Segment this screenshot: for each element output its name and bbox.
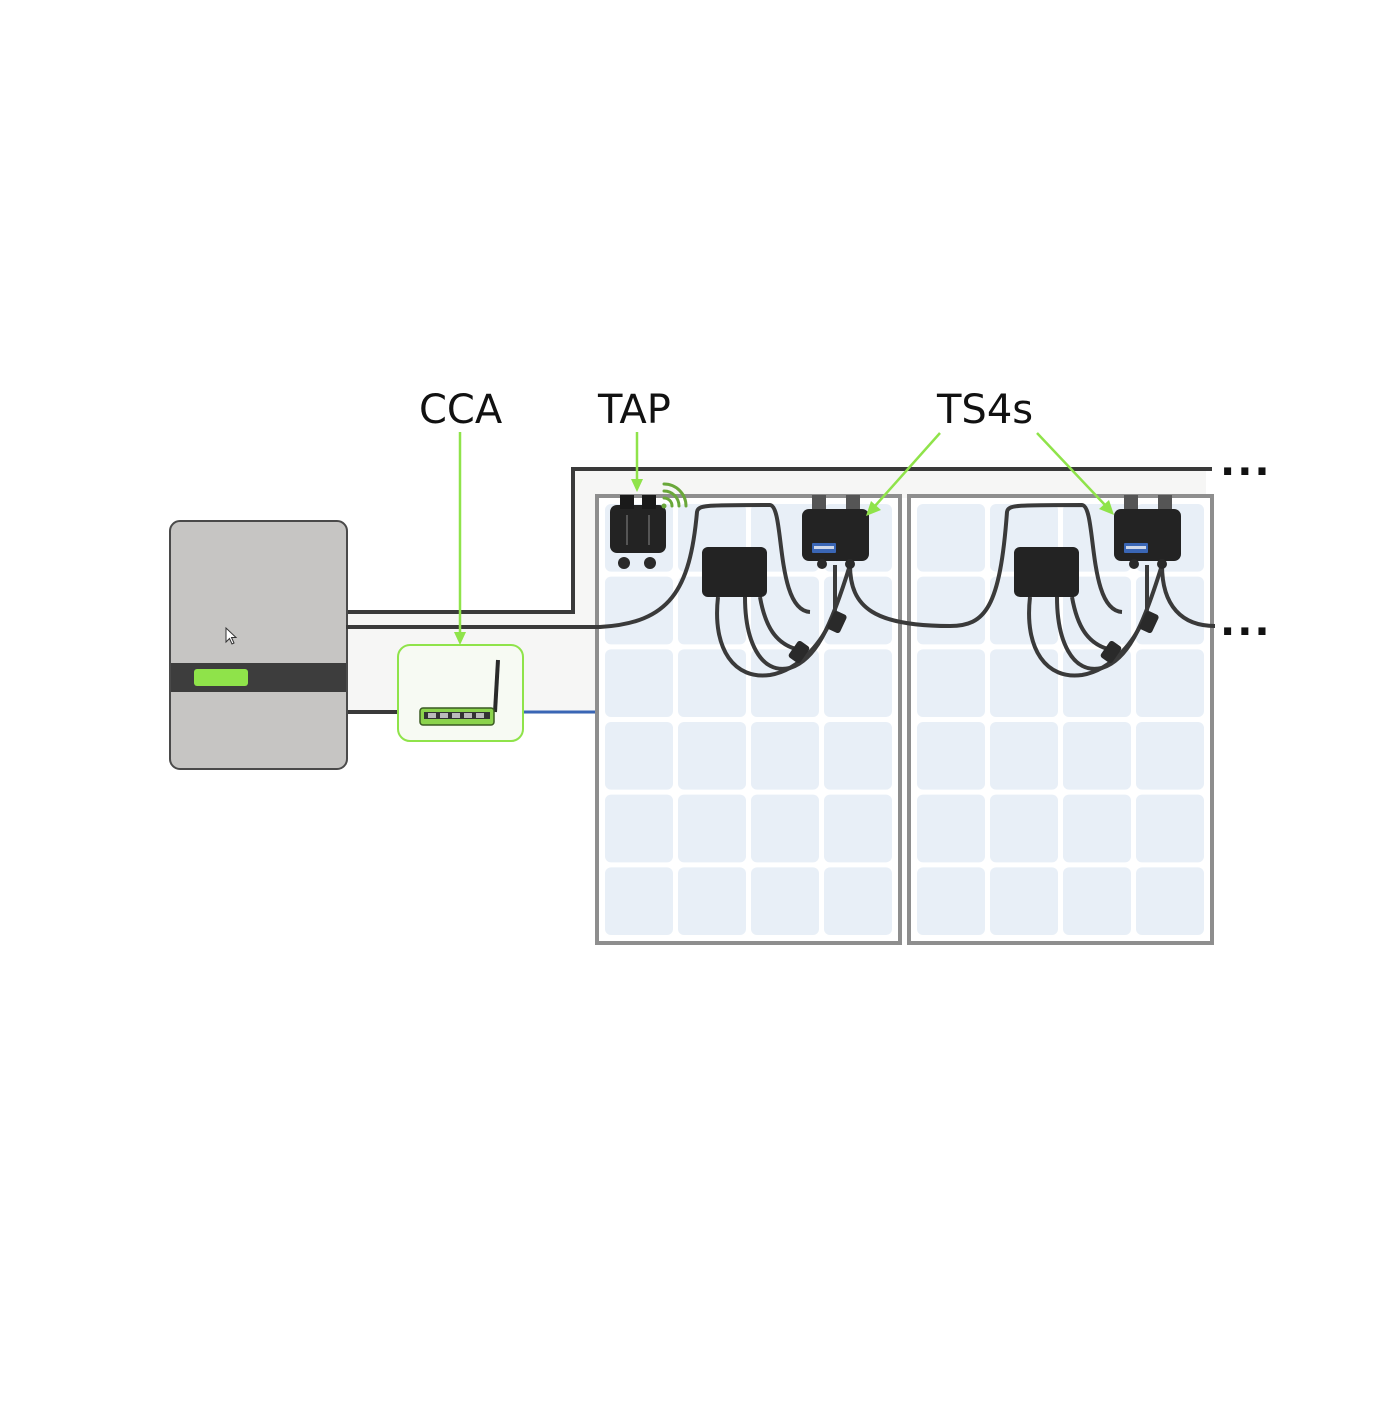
trunk-cable-bottom [346,502,1216,629]
panel-cell [1063,722,1131,790]
panel-cell [990,722,1058,790]
panel-cell [751,722,819,790]
inverter-icon [169,520,348,770]
panel-cell [678,867,746,935]
panel-cell [751,794,819,863]
panel-cell [751,867,819,935]
panel-cell [917,867,985,935]
mc4-connector [788,640,810,664]
panel-cell [605,649,673,717]
panel-cell [917,649,985,717]
panel-cell [824,794,892,863]
panel-cell [990,649,1058,717]
panel-cell [824,649,892,717]
tap-label: TAP [598,387,671,433]
continuation-bottom: ... [1220,599,1272,645]
wifi-signal-icon [661,482,688,509]
panel-cell [990,794,1058,863]
callout-arrows [454,432,1114,645]
junction-box-icon [1014,547,1079,597]
panel-devices [702,495,869,678]
panel-cell [917,794,985,863]
panel-cell [605,576,673,645]
panel-cell [605,794,673,863]
module-cable [1055,564,1164,671]
panel-cell [824,867,892,935]
panel-cell [1136,794,1204,863]
continuation-top: ... [1220,439,1272,485]
mc4-connector [1100,640,1122,664]
tap-access-point-icon [610,495,666,569]
junction-box-icon [702,547,767,597]
panel-cell [1136,649,1204,717]
cca-label: CCA [419,387,503,433]
panel-cell [917,576,985,645]
ts4-optimizer-icon [1114,495,1181,569]
panel-cell [678,649,746,717]
mc4-connector [1139,610,1159,634]
cca-gateway-icon [397,644,524,742]
panel-cell [678,794,746,863]
panel-cell [824,722,892,790]
mc4-connector [827,610,847,634]
ts4s-label: TS4s [937,387,1034,433]
panel-cell [605,867,673,935]
panel-cell [917,504,985,572]
panel-cell [990,867,1058,935]
ts4-callout-arrow-1 [874,432,941,507]
mouse-cursor-icon [225,626,238,645]
ts4-optimizer-icon [802,495,869,569]
panel-cell [917,722,985,790]
solar-panel-2 [907,494,1214,945]
ts4-callout-arrow-2 [1036,432,1106,506]
panel-cell [1136,867,1204,935]
panel-cell [1063,867,1131,935]
inverter-led [194,669,248,686]
panel-cell [1136,722,1204,790]
panel-cell [678,722,746,790]
panel-devices [1014,495,1181,678]
panel-cell [605,722,673,790]
module-cable [743,564,852,671]
panel-cell [1063,794,1131,863]
